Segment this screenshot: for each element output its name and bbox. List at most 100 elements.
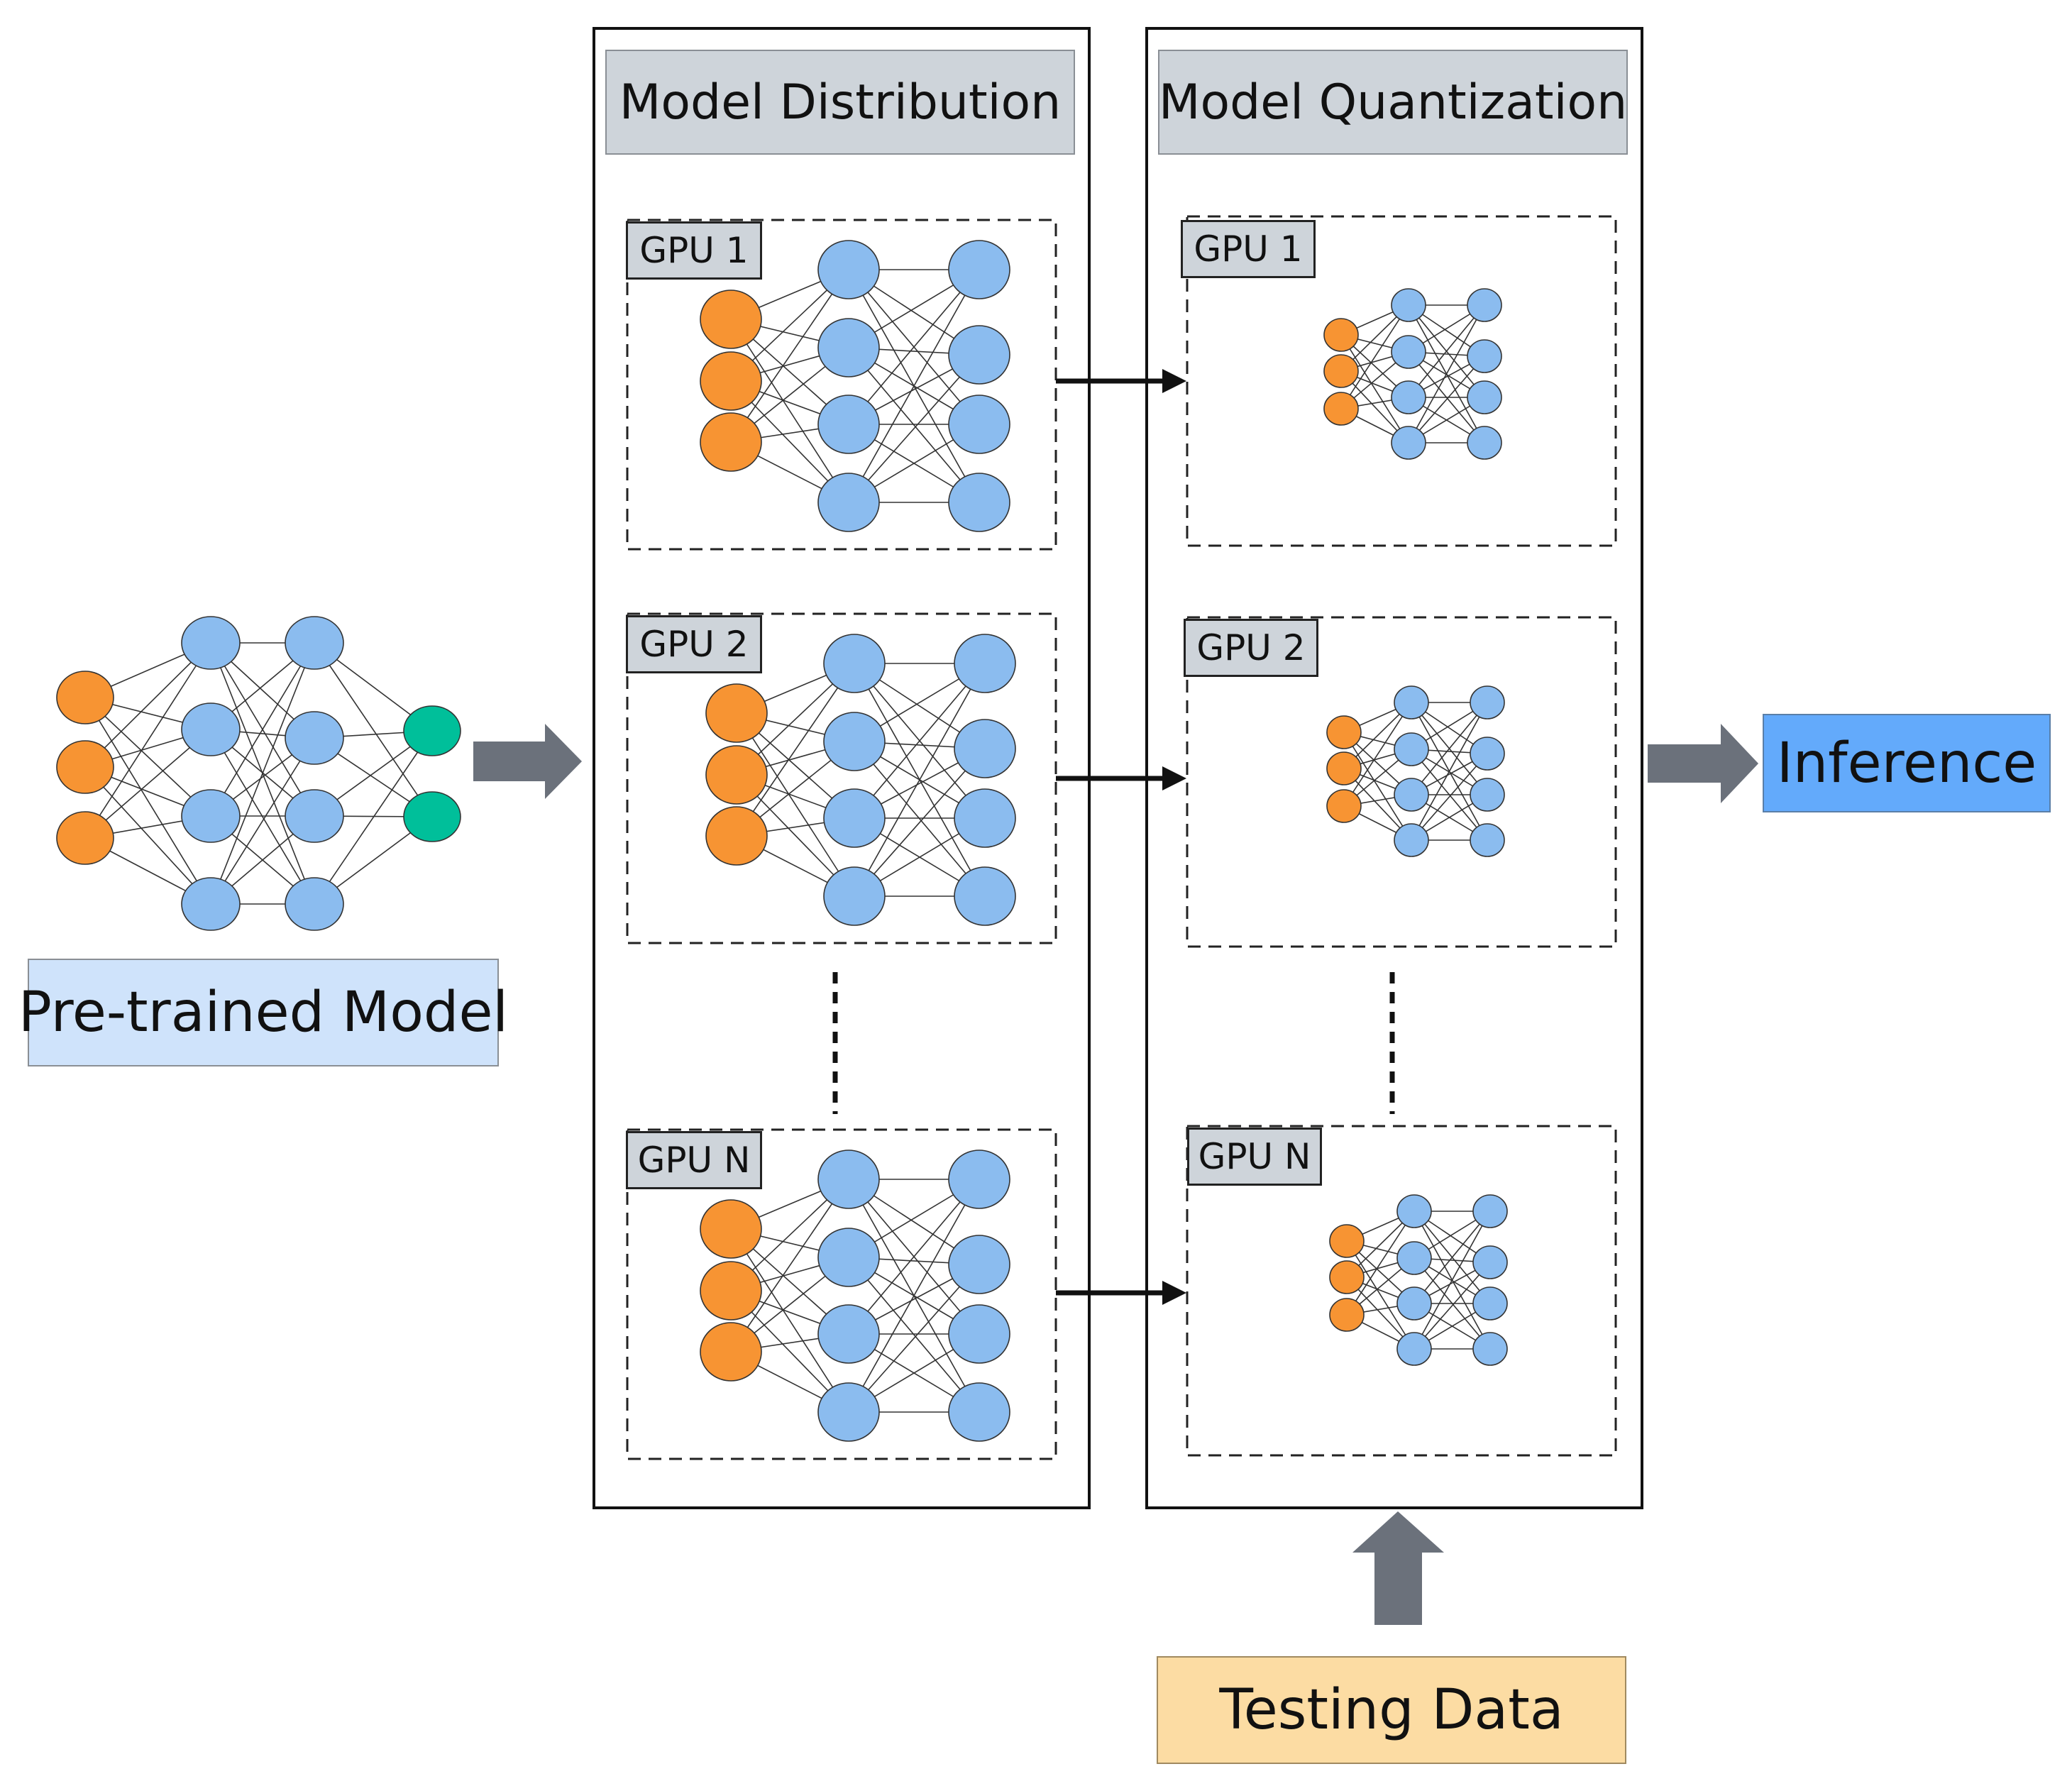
dist-net-3-hid-node [817, 1228, 880, 1287]
dist-net-2-hid-node [954, 788, 1016, 848]
quant-net-2-hid-node [1394, 685, 1429, 720]
dist-net-3-hid-node [817, 1150, 880, 1209]
quant-net-2-hid-node [1470, 685, 1505, 720]
quant-net-2-hid-node [1394, 778, 1429, 812]
transfer-arrow-head-1 [1162, 369, 1186, 393]
quant-net-3-hid-node [1472, 1194, 1508, 1228]
dist-gpu1-box [626, 219, 1057, 551]
quant-gpu2-box [1186, 616, 1617, 948]
dist-net-1-edge [848, 347, 980, 503]
dist-net-2-edge [854, 663, 986, 897]
quant-net-3-edge [1346, 1211, 1415, 1316]
dist-net-1-edge [848, 269, 980, 425]
dist-gpu1-tag: GPU 1 [626, 221, 762, 280]
dist-net-3-in-node [700, 1322, 762, 1382]
quant-net-3-edge [1414, 1211, 1491, 1350]
quant-net-2-edge [1411, 702, 1488, 795]
pretrained-net-edge [84, 642, 211, 768]
dist-net-2-edge [854, 748, 986, 897]
dist-net-3-hid-node [817, 1382, 880, 1442]
dist-net-3-hid-node [948, 1235, 1010, 1294]
quant-net-2-hid-node [1394, 823, 1429, 857]
quant-net-2-hid-node [1470, 778, 1505, 812]
pretrained-net-out-node [403, 791, 461, 842]
dist-net-3-edge [848, 1257, 980, 1413]
quant-net-2-edge [1411, 702, 1488, 841]
dist-net-3-edge [848, 1264, 980, 1413]
arrow-from-testing-data [1352, 1511, 1444, 1625]
dist-net-2-hid-node [954, 866, 1016, 926]
quant-net-3-hid-node [1472, 1245, 1508, 1279]
inference-label: Inference [1776, 731, 2037, 795]
dist-net-2-edge [854, 663, 986, 819]
pretrained-net-hid-node [285, 877, 344, 931]
quant-gpun-tag: GPU N [1187, 1128, 1322, 1186]
dist-net-1-in-node [700, 412, 762, 472]
dist-net-3-edge [730, 1228, 849, 1413]
dist-net-1-hid-node [817, 318, 880, 377]
dist-net-2-hid-node [823, 866, 886, 926]
model-distribution-title: Model Distribution [605, 50, 1075, 155]
pretrained-net-edge [314, 730, 433, 905]
pretrained-net-edge [314, 642, 433, 817]
dist-net-3-in-node [700, 1199, 762, 1259]
network-nodes [56, 240, 1508, 1442]
quant-net-1-in-node [1323, 318, 1359, 352]
quant-net-2-edge [1411, 753, 1488, 841]
pretrained-net-edge [84, 697, 211, 817]
testing-data-label: Testing Data [1219, 1678, 1564, 1742]
quant-net-1-hid-node [1467, 339, 1502, 373]
transfer-arrow-head-n [1162, 1281, 1186, 1305]
dist-net-2-in-node [705, 806, 768, 866]
quant-net-1-hid-node [1391, 380, 1426, 414]
quant-net-3-hid-node [1472, 1332, 1508, 1366]
dist-net-2-in-node [705, 745, 768, 805]
pretrained-net-hid-node [181, 877, 241, 931]
quant-net-2-in-node [1326, 715, 1362, 749]
quant-net-2-hid-node [1470, 823, 1505, 857]
quant-net-1-hid-node [1467, 426, 1502, 460]
quantization-panel [1145, 27, 1643, 1509]
network-edges [84, 269, 1491, 1413]
pretrained-net-edge [210, 737, 315, 905]
dist-net-3-edge [848, 1179, 980, 1335]
quant-net-3-hid-node [1396, 1332, 1432, 1366]
quant-net-1-edge [1408, 304, 1485, 398]
quant-net-3-in-node [1329, 1224, 1365, 1258]
model-quantization-title: Model Quantization [1158, 50, 1628, 155]
dist-net-1-hid-node [948, 473, 1010, 532]
quant-net-3-hid-node [1396, 1194, 1432, 1228]
pretrained-net-hid-node [181, 702, 241, 756]
quant-net-3-edge [1414, 1262, 1491, 1350]
dist-net-1-hid-node [817, 240, 880, 299]
quant-net-3-edge [1346, 1240, 1415, 1350]
dist-net-2-edge [736, 663, 855, 837]
dist-net-1-edge [730, 319, 849, 503]
quant-net-2-edge [1343, 702, 1412, 807]
dist-net-2-hid-node [954, 634, 1016, 693]
dist-net-1-hid-node [948, 395, 1010, 454]
quant-net-3-in-node [1329, 1260, 1365, 1294]
quant-net-3-hid-node [1472, 1286, 1508, 1321]
quant-net-3-edge [1414, 1211, 1491, 1304]
gpu-box-dashed-group [626, 215, 1617, 1460]
pretrained-net-in-node [56, 811, 114, 865]
dist-net-1-hid-node [817, 395, 880, 454]
quant-net-1-in-node [1323, 354, 1359, 388]
quant-net-2-edge [1343, 732, 1412, 841]
transfer-arrows [1056, 369, 1186, 1305]
dist-net-2-in-node [705, 683, 768, 743]
pretrained-model-label: Pre-trained Model [18, 981, 509, 1044]
testing-data-box [1157, 1656, 1626, 1764]
quant-net-3-hid-node [1396, 1286, 1432, 1321]
dist-net-3-hid-node [817, 1304, 880, 1364]
quant-net-1-hid-node [1391, 288, 1426, 322]
dist-net-1-hid-node [817, 473, 880, 532]
pretrained-net-in-node [56, 740, 114, 794]
quant-gpun-box [1186, 1125, 1617, 1457]
dist-net-2-hid-node [954, 719, 1016, 778]
quant-gpu1-tag: GPU 1 [1181, 220, 1316, 278]
pretrained-net-edge [84, 642, 211, 839]
quant-net-1-edge [1340, 304, 1409, 409]
